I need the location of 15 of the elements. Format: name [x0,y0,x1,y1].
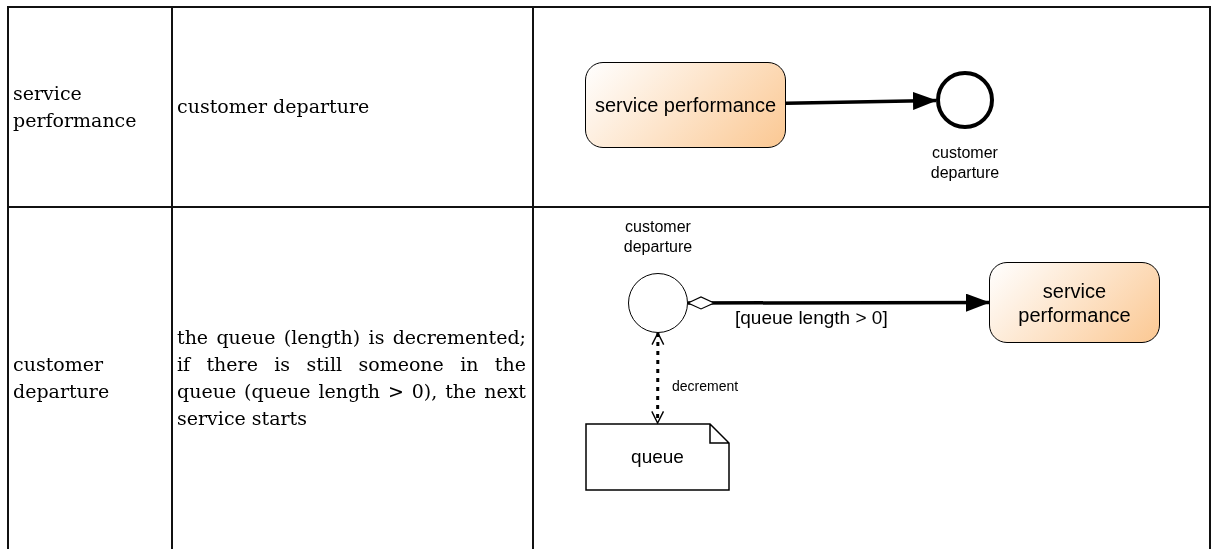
node-caption: customer departure [622,217,694,257]
node-caption: customer departure [929,143,1001,183]
node-text: queue [631,444,684,469]
event-name: customer departure [177,94,370,119]
association-arrow [651,332,665,424]
sequence-arrow [785,91,937,110]
node-text: service performance [1017,278,1132,327]
row-heading: customer departure [13,352,111,404]
node-text: service performance [594,93,777,117]
row-heading: service performance [13,80,138,133]
task-box [989,262,1160,343]
event-description: the queue (length) is decremented; if there is still someone in the queue (queue length > 0), the next service starts [177,325,526,431]
data-object [585,423,730,491]
task-box [585,62,786,148]
sequence-arrow [687,293,990,312]
